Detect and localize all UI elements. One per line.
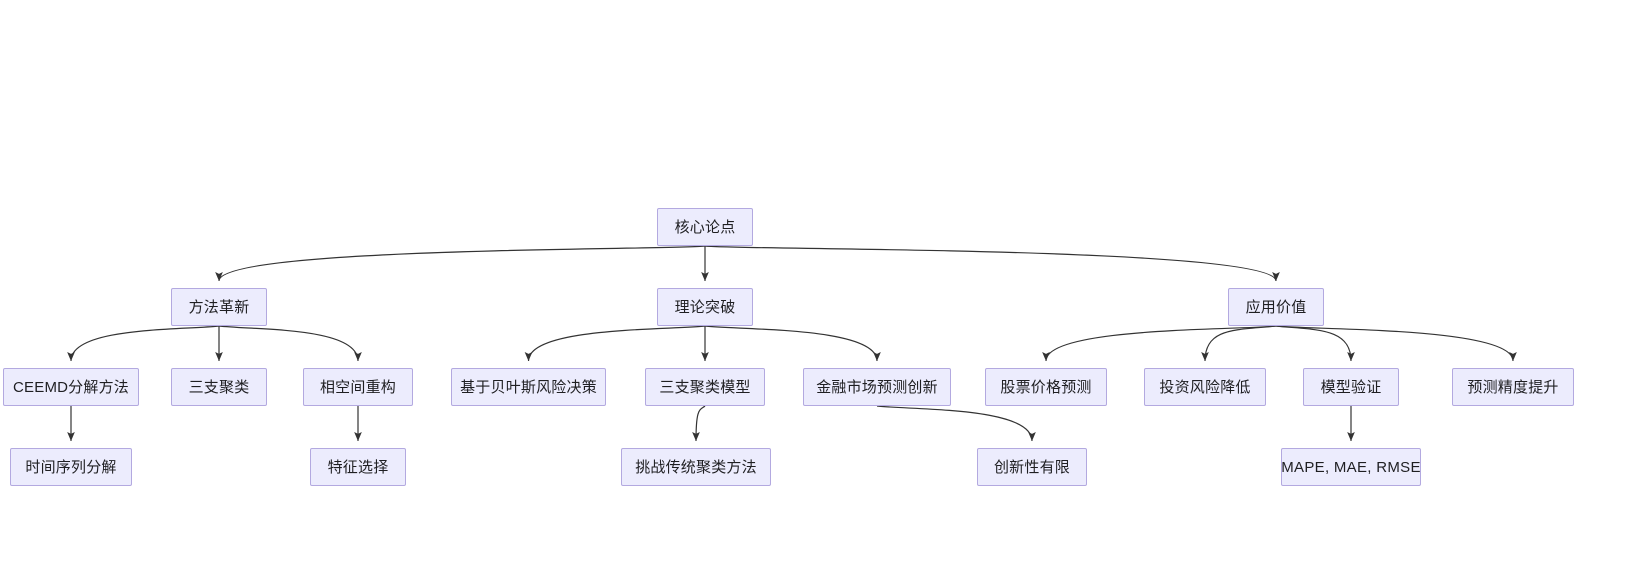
- flow-node-c4[interactable]: 基于贝叶斯风险决策: [451, 368, 606, 406]
- flow-edge-b3-to-c8: [1201, 325, 1277, 362]
- flow-node-d5[interactable]: MAPE, MAE, RMSE: [1281, 448, 1421, 486]
- flow-node-c10[interactable]: 预测精度提升: [1452, 368, 1574, 406]
- flow-edge-b1-to-c1: [67, 325, 220, 362]
- flow-node-label: 理论突破: [674, 298, 736, 316]
- flow-node-c6[interactable]: 金融市场预测创新: [803, 368, 951, 406]
- flow-node-label: 核心论点: [674, 218, 736, 236]
- flow-node-d1[interactable]: 时间序列分解: [10, 448, 132, 486]
- flow-node-label: 方法革新: [188, 298, 250, 316]
- flow-node-label: 三支聚类模型: [659, 378, 751, 396]
- flow-node-label: 应用价值: [1245, 298, 1307, 316]
- edge-paths: [67, 245, 1517, 442]
- flow-node-label: 相空间重构: [319, 378, 396, 396]
- flow-node-label: 模型验证: [1320, 378, 1382, 396]
- flow-node-c7[interactable]: 股票价格预测: [985, 368, 1107, 406]
- flow-edge-b2-to-c6: [704, 325, 881, 362]
- flow-edge-c5-to-d3: [692, 405, 706, 442]
- flow-node-label: 基于贝叶斯风险决策: [460, 378, 597, 396]
- flow-node-c8[interactable]: 投资风险降低: [1144, 368, 1266, 406]
- flow-node-label: 股票价格预测: [1000, 378, 1092, 396]
- flow-node-label: 投资风险降低: [1159, 378, 1251, 396]
- flow-node-c3[interactable]: 相空间重构: [303, 368, 413, 406]
- flow-edge-b3-to-c10: [1275, 325, 1517, 362]
- flow-node-label: MAPE, MAE, RMSE: [1281, 458, 1421, 476]
- flow-node-d2[interactable]: 特征选择: [310, 448, 406, 486]
- flow-edge-b3-to-c9: [1275, 325, 1355, 362]
- flow-node-root[interactable]: 核心论点: [657, 208, 753, 246]
- flow-edge-b3-to-c7: [1042, 325, 1277, 362]
- flow-node-label: 三支聚类: [188, 378, 250, 396]
- flow-node-label: CEEMD分解方法: [13, 378, 129, 396]
- flow-node-c1[interactable]: CEEMD分解方法: [3, 368, 139, 406]
- flow-edge-c6-to-d4: [876, 405, 1036, 442]
- flow-node-b3[interactable]: 应用价值: [1228, 288, 1324, 326]
- flow-edge-root-to-b1: [215, 245, 706, 282]
- flow-node-d3[interactable]: 挑战传统聚类方法: [621, 448, 771, 486]
- flow-node-label: 预测精度提升: [1467, 378, 1559, 396]
- flow-node-c9[interactable]: 模型验证: [1303, 368, 1399, 406]
- flow-edge-b2-to-c4: [524, 325, 706, 362]
- flow-node-label: 特征选择: [327, 458, 389, 476]
- flow-node-d4[interactable]: 创新性有限: [977, 448, 1087, 486]
- flow-node-label: 挑战传统聚类方法: [635, 458, 757, 476]
- flow-node-c2[interactable]: 三支聚类: [171, 368, 267, 406]
- flow-node-label: 创新性有限: [993, 458, 1070, 476]
- flow-node-b1[interactable]: 方法革新: [171, 288, 267, 326]
- flow-node-label: 金融市场预测创新: [816, 378, 938, 396]
- flow-node-c5[interactable]: 三支聚类模型: [645, 368, 765, 406]
- flow-node-b2[interactable]: 理论突破: [657, 288, 753, 326]
- flow-edge-root-to-b3: [704, 245, 1280, 282]
- flow-edge-b1-to-c3: [218, 325, 362, 362]
- flow-node-label: 时间序列分解: [25, 458, 117, 476]
